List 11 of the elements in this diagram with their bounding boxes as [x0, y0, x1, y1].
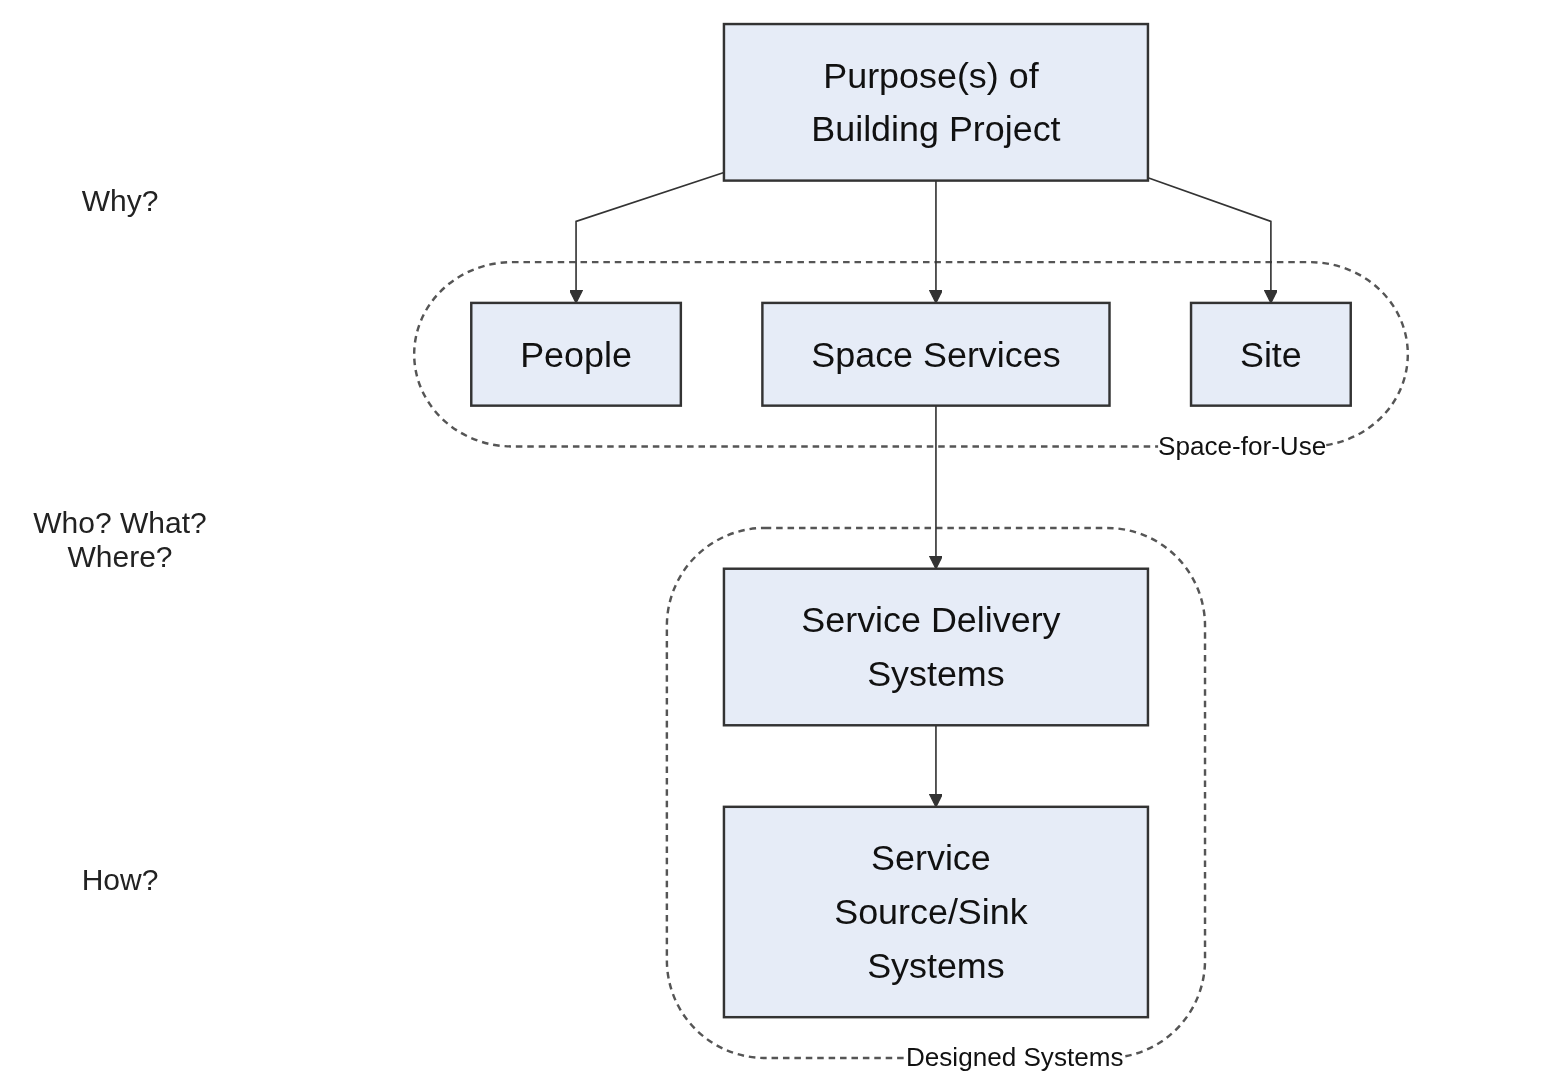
node-box: Service Delivery Systems — [722, 567, 1150, 726]
node-label: Designed Systems — [905, 1042, 1124, 1071]
node-box: People — [470, 301, 683, 407]
node-box: Site — [1189, 301, 1352, 407]
node-label: Space-for-Use — [1158, 431, 1327, 459]
question-label: How? — [80, 862, 160, 897]
question-label: Who? What? Where? — [32, 506, 208, 575]
node-box: Service Source/Sink Systems — [722, 805, 1150, 1018]
node-box: Space Services — [761, 301, 1111, 407]
node-box: Purpose(s) of Building Project — [722, 22, 1150, 182]
question-label: Why? — [80, 184, 160, 219]
